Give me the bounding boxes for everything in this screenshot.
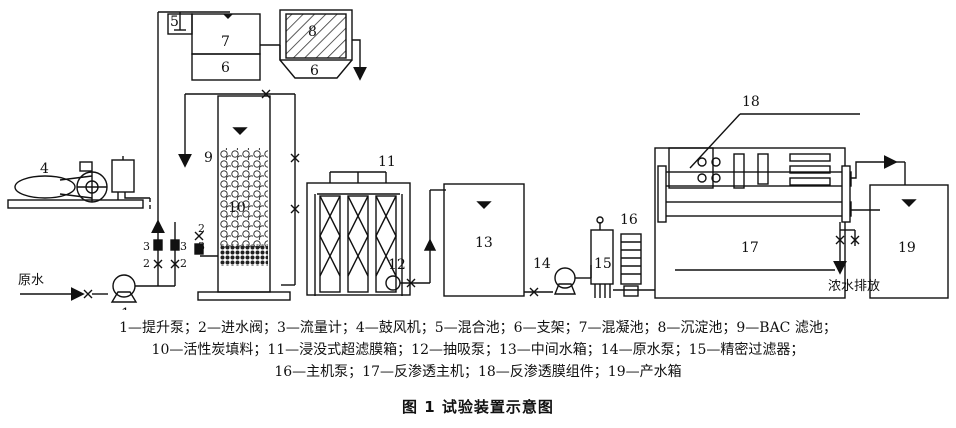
intermediate-tank xyxy=(443,183,525,297)
label-7: 7 xyxy=(221,34,230,50)
blower xyxy=(7,156,151,212)
label-2c: 2 xyxy=(198,222,205,235)
suction-pump xyxy=(385,189,446,291)
label-3c: 3 xyxy=(198,240,205,253)
cartridge-filter xyxy=(590,216,614,298)
legend-line-3: 16—主机泵；17—反渗透主机；18—反渗透膜组件；19—产水箱 xyxy=(274,364,682,380)
label-15: 15 xyxy=(594,256,612,272)
label-3a: 3 xyxy=(143,240,150,253)
inlet-valves xyxy=(153,239,180,269)
label-17: 17 xyxy=(741,240,759,256)
label-5: 5 xyxy=(170,14,179,30)
label-14: 14 xyxy=(533,256,551,272)
legend-line-2: 10—活性炭填料；11—浸没式超滤膜箱；12—抽吸泵；13—中间水箱；14—原水… xyxy=(151,342,805,358)
label-18: 18 xyxy=(742,94,760,110)
label-2a: 2 xyxy=(143,257,150,270)
stand-left xyxy=(191,53,261,81)
label-16: 16 xyxy=(620,212,638,228)
equipment-labels: 1 2 2 3 3 2 3 4 5 6 6 7 8 9 10 11 12 13 … xyxy=(18,14,916,310)
process-flow-diagram: 1 2 2 3 3 2 3 4 5 6 6 7 8 9 10 11 12 13 … xyxy=(7,9,949,310)
label-4: 4 xyxy=(40,161,49,177)
raw-water-label: 原水 xyxy=(18,273,44,288)
bac-filter xyxy=(197,95,291,301)
main-pump xyxy=(613,233,655,297)
label-8: 8 xyxy=(308,24,317,40)
label-1: 1 xyxy=(121,306,130,310)
label-10: 10 xyxy=(228,200,246,216)
label-12: 12 xyxy=(388,257,406,273)
legend-line-1: 1—提升泵；2—进水阀；3—流量计；4—鼓风机；5—混合池；6—支架；7—混凝池… xyxy=(119,320,837,336)
lift-pump xyxy=(40,274,158,303)
label-13: 13 xyxy=(475,235,493,251)
uf-membrane-tank xyxy=(306,171,411,296)
concentrate-discharge-label: 浓水排放 xyxy=(828,279,880,294)
label-9: 9 xyxy=(204,150,213,166)
label-11: 11 xyxy=(378,154,396,170)
label-3b: 3 xyxy=(180,240,187,253)
label-2b: 2 xyxy=(180,257,187,270)
figure-caption: 图 1 试验装置示意图 xyxy=(402,398,554,416)
label-6a: 6 xyxy=(221,60,230,76)
ro-membrane-modules xyxy=(657,113,860,223)
product-tank xyxy=(869,184,949,299)
raw-water-pump xyxy=(553,265,592,295)
label-19: 19 xyxy=(898,240,916,256)
sedimentation-tank xyxy=(279,9,353,79)
label-6b: 6 xyxy=(310,63,319,79)
ro-main-unit xyxy=(654,147,846,299)
